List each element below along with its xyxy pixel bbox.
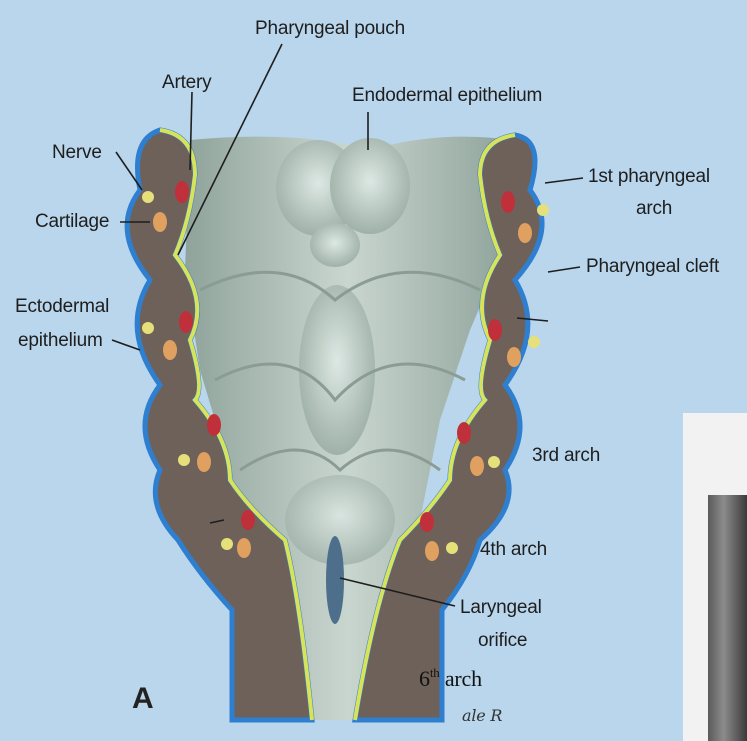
label-nerve: Nerve [52,142,102,164]
copula [299,285,375,455]
artery-dot [501,191,515,213]
sixth-arch-suffix: th [430,665,440,680]
cartilage-dot [425,541,439,561]
cartilage-dot [163,340,177,360]
label-sixth-arch: 6th arch [419,662,482,690]
sixth-arch-number: 6 [419,666,430,691]
label-pharyngeal-cleft: Pharyngeal cleft [586,256,719,278]
label-ectodermal-2: epithelium [18,330,103,352]
label-artery: Artery [162,72,211,94]
nerve-dot [178,454,190,466]
leader-ectodermal [112,340,140,350]
label-third-arch: 3rd arch [532,445,600,467]
label-cartilage: Cartilage [35,211,109,233]
nerve-dot [528,336,540,348]
label-first-arch-2: arch [636,198,672,220]
label-ectodermal-1: Ectodermal [15,296,109,318]
nerve-dot [142,191,154,203]
artery-dot [488,319,502,341]
artery-dot [241,510,255,530]
artery-dot [420,512,434,532]
tuberculum-impar [310,223,360,267]
leader-first-arch [545,178,583,183]
nerve-dot [142,322,154,334]
nerve-dot [221,538,233,550]
label-pharyngeal-pouch: Pharyngeal pouch [255,18,405,40]
label-laryngeal-1: Laryngeal [460,597,542,619]
leader-cleft [548,267,580,272]
label-first-arch-1: 1st pharyngeal [588,166,710,188]
artist-signature: ale R [462,705,502,727]
cartilage-dot [153,212,167,232]
laryngeal-orifice-shape [326,536,344,624]
label-laryngeal-2: orifice [478,630,527,652]
tongue-swelling-right [330,138,410,234]
cartilage-dot [237,538,251,558]
nerve-dot [537,204,549,216]
artery-dot [207,414,221,436]
label-fourth-arch: 4th arch [480,539,547,561]
label-endodermal-epithelium: Endodermal epithelium [352,85,542,107]
inset-image [708,495,747,741]
cartilage-dot [518,223,532,243]
artery-dot [179,311,193,333]
cartilage-dot [197,452,211,472]
cartilage-dot [470,456,484,476]
figure-letter: A [132,688,153,710]
nerve-dot [446,542,458,554]
artery-dot [175,181,189,203]
nerve-dot [488,456,500,468]
artery-dot [457,422,471,444]
cartilage-dot [507,347,521,367]
sixth-arch-word: arch [445,666,482,691]
